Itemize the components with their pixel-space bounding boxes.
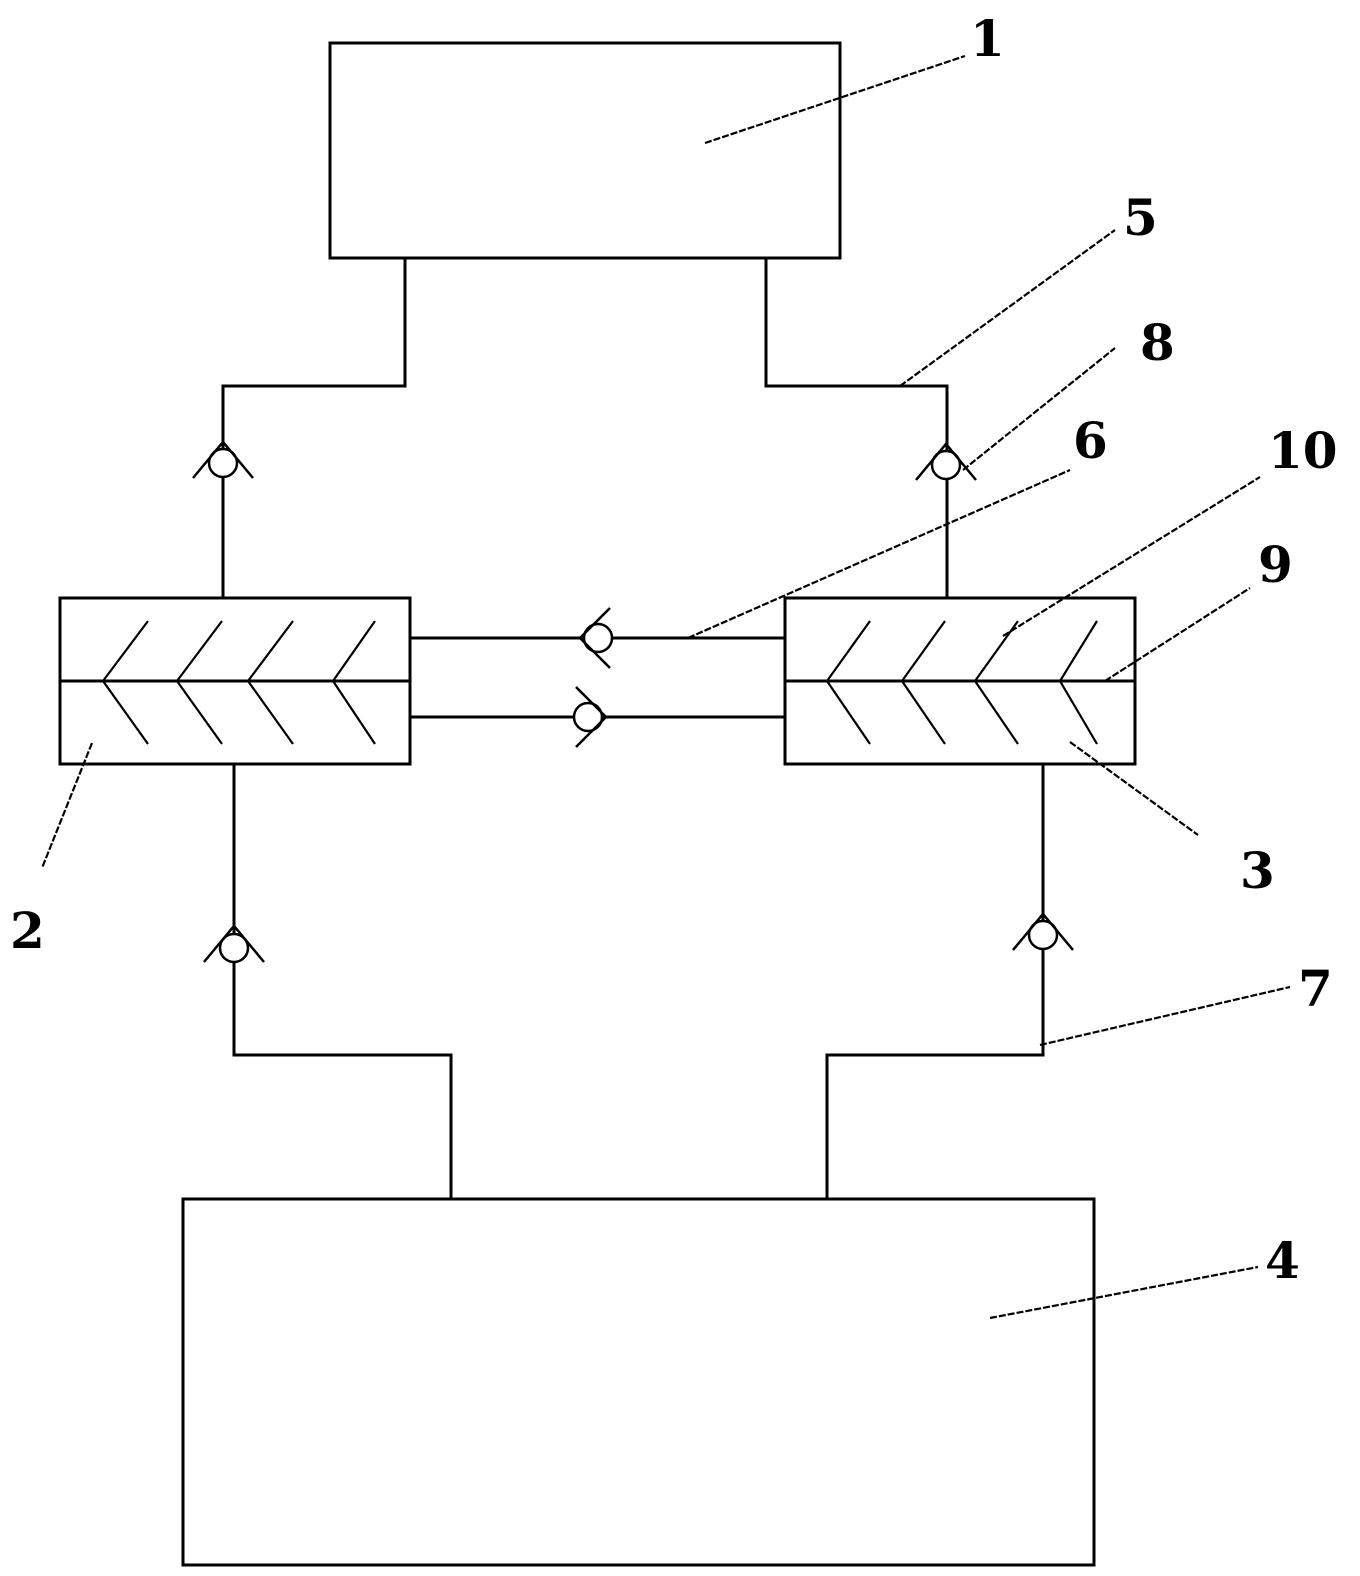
component-4-box [181,1197,1096,1567]
exchanger-2-chevrons [101,620,376,745]
label-4: 4 [1265,1231,1300,1290]
leader-7 [1039,985,1291,1047]
label-9: 9 [1258,535,1293,594]
label-7: 7 [1298,959,1333,1018]
pipe-left-lower [232,764,453,1199]
leader-2 [40,742,94,869]
check-valve-left-upper [192,440,254,479]
pipe-right-lower [825,764,1045,1199]
label-10: 10 [1268,421,1338,480]
label-6: 6 [1073,411,1108,470]
check-valve-left-lower [203,924,265,964]
pipe-left-upper [221,258,407,598]
check-valve-right-lower [1012,912,1074,951]
label-8: 8 [1140,313,1175,372]
leader-9 [1104,587,1251,682]
check-valve-connect-bottom [572,686,608,748]
leader-8 [962,347,1116,471]
leader-10 [1002,476,1261,637]
leader-3 [1069,741,1199,836]
label-2: 2 [10,901,45,960]
check-valve-connect-top [578,607,614,669]
exchanger-3-chevrons [825,620,1098,745]
leader-1 [704,54,966,145]
exchanger-2 [58,596,412,766]
component-1-box [328,41,842,260]
leader-4 [989,1265,1259,1320]
label-5: 5 [1123,188,1158,247]
leader-5 [899,229,1116,387]
leader-6 [687,468,1071,640]
label-1: 1 [970,9,1005,68]
exchanger-3 [783,596,1137,766]
pipe-right-upper [764,258,949,598]
label-3: 3 [1240,841,1275,900]
